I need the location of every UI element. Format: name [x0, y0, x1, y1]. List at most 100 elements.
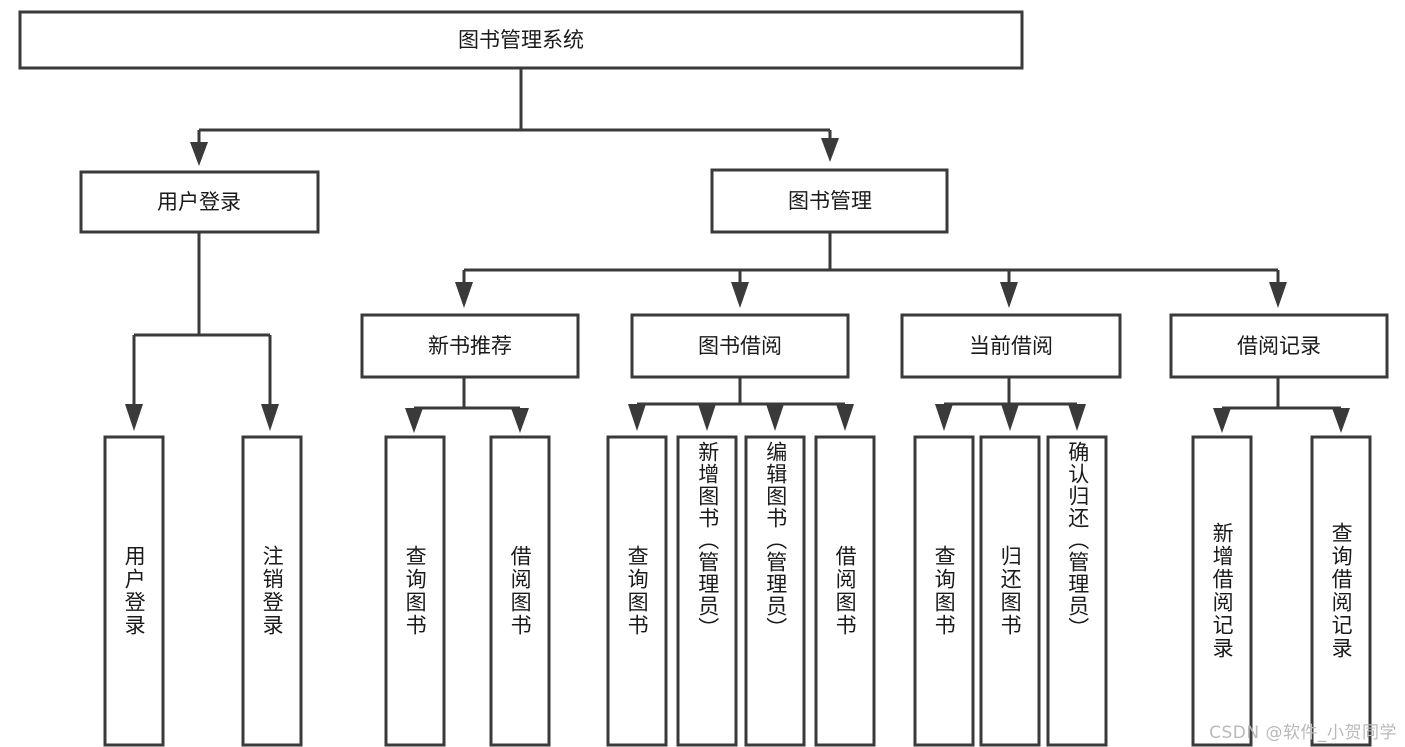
leaf-label-current-borrow-1: 归还图书 [998, 545, 1023, 637]
arrow-head-tier3-2 [1000, 282, 1018, 308]
leaf-label-user-login-0: 用户登录 [122, 545, 147, 637]
leaf-node-current-borrow-0[interactable] [913, 435, 975, 747]
leaf-label-book-borrow-0-wrap: 查询图书 [608, 437, 666, 745]
arrow-head-bookmgmt [821, 138, 839, 162]
arrow-head-tier3-3 [1269, 282, 1287, 308]
arrow-head-leaf-new-book-1 [511, 408, 529, 433]
arrow-head-leaf-book-borrow-0 [628, 404, 646, 431]
leaf-label-new-book-1: 借阅图书 [508, 545, 533, 637]
leaf-label-current-borrow-0-wrap: 查询图书 [915, 437, 973, 745]
arrow-head-leaf-current-borrow-0 [935, 404, 953, 431]
arrow-head-leaf-new-book-0 [405, 408, 423, 433]
node-current-borrow-label: 当前借阅 [969, 334, 1053, 358]
node-borrow-record[interactable]: 借阅记录 [1169, 313, 1389, 379]
leaf-label-book-borrow-1-wrap: 新增图书（管理员） [678, 441, 736, 741]
arrow-head-leaf-book-borrow-3 [836, 404, 854, 431]
leaf-node-borrow-record-1[interactable] [1310, 435, 1372, 747]
leaf-node-book-borrow-3[interactable] [814, 435, 876, 747]
leaf-rect-user-login-1[interactable] [241, 435, 303, 747]
leaf-node-current-borrow-2[interactable] [1046, 435, 1108, 747]
leaf-rect-borrow-record-0[interactable] [1191, 435, 1253, 747]
node-root[interactable]: 图书管理系统 [18, 10, 1024, 70]
leaf-label-user-login-1: 注销登录 [260, 545, 285, 637]
leaf-rect-new-book-1[interactable] [489, 435, 551, 747]
node-book-borrow-label: 图书借阅 [698, 334, 782, 358]
node-borrow-record-label: 借阅记录 [1237, 334, 1321, 358]
arrow-head-tier3-1 [731, 282, 749, 308]
arrow-head-leaf-current-borrow-1 [1001, 404, 1019, 431]
leaf-label-book-borrow-0: 查询图书 [625, 545, 650, 637]
leaf-label-book-borrow-2: 编辑图书（管理员） [763, 441, 788, 639]
connector-group-root [190, 68, 839, 166]
leaf-label-current-borrow-2-wrap: 确认归还（管理员） [1048, 441, 1106, 741]
leaf-rect-new-book-0[interactable] [384, 435, 446, 747]
leaf-node-user-login-1[interactable] [241, 435, 303, 747]
leaf-label-user-login-0-wrap: 用户登录 [105, 437, 163, 745]
leaf-node-current-borrow-1[interactable] [979, 435, 1041, 747]
leaf-label-borrow-record-1-wrap: 查询借阅记录 [1312, 437, 1370, 745]
arrow-head-leaf-user-login-0 [125, 404, 143, 431]
leaf-node-new-book-1[interactable] [489, 435, 551, 747]
node-new-book-recommend[interactable]: 新书推荐 [360, 313, 580, 379]
leaf-label-book-borrow-1: 新增图书（管理员） [695, 441, 720, 639]
leaf-label-borrow-record-0: 新增借阅记录 [1210, 522, 1235, 660]
node-book-borrow[interactable]: 图书借阅 [630, 313, 850, 379]
arrow-head-leaf-borrow-record-0 [1213, 408, 1231, 433]
leaf-node-book-borrow-0[interactable] [606, 435, 668, 747]
watermark-text: CSDN @软件_小贺同学 [1209, 723, 1397, 743]
node-user-login[interactable]: 用户登录 [79, 170, 320, 234]
leaf-rect-current-borrow-0[interactable] [913, 435, 975, 747]
leaf-label-current-borrow-2: 确认归还（管理员） [1065, 441, 1090, 639]
arrow-head-leaf-book-borrow-1 [698, 404, 716, 431]
node-new-book-recommend-rect[interactable] [360, 313, 580, 379]
leaf-rect-book-borrow-1[interactable] [676, 435, 738, 747]
node-user-login-label: 用户登录 [157, 190, 241, 214]
leaf-label-book-borrow-3-wrap: 借阅图书 [816, 437, 874, 745]
leaf-node-new-book-0[interactable] [384, 435, 446, 747]
node-book-borrow-rect[interactable] [630, 313, 850, 379]
leaf-node-borrow-record-0[interactable] [1191, 435, 1253, 747]
leaf-label-borrow-record-0-wrap: 新增借阅记录 [1193, 437, 1251, 745]
node-book-management-label: 图书管理 [788, 189, 872, 213]
arrow-head-leaf-user-login-1 [261, 404, 279, 431]
node-borrow-record-rect[interactable] [1169, 313, 1389, 379]
leaf-label-book-borrow-2-wrap: 编辑图书（管理员） [746, 441, 804, 741]
node-current-borrow-rect[interactable] [900, 313, 1122, 379]
connector-group-bookmgmt [455, 232, 1287, 308]
leaf-rect-book-borrow-2[interactable] [744, 435, 806, 747]
leaf-label-user-login-1-wrap: 注销登录 [243, 437, 301, 745]
leaf-node-user-login-0[interactable] [103, 435, 165, 747]
leaf-rect-book-borrow-0[interactable] [606, 435, 668, 747]
leaf-rect-book-borrow-3[interactable] [814, 435, 876, 747]
connector-group-newbook [405, 378, 529, 433]
leaf-label-borrow-record-1: 查询借阅记录 [1329, 522, 1354, 660]
arrow-head-tier3-0 [455, 282, 473, 308]
node-book-management-rect[interactable] [710, 168, 949, 234]
connector-group-borrowrecord [1213, 378, 1350, 433]
leaf-label-new-book-0-wrap: 查询图书 [386, 437, 444, 745]
leaf-rect-borrow-record-1[interactable] [1310, 435, 1372, 747]
connector-group-userlogin [125, 232, 279, 431]
node-new-book-recommend-label: 新书推荐 [428, 334, 512, 358]
arrow-head-leaf-book-borrow-2 [766, 404, 784, 431]
leaf-label-current-borrow-0: 查询图书 [932, 545, 957, 637]
node-current-borrow[interactable]: 当前借阅 [900, 313, 1122, 379]
node-book-management[interactable]: 图书管理 [710, 168, 949, 234]
leaf-node-book-borrow-2[interactable] [744, 435, 806, 747]
leaf-label-current-borrow-1-wrap: 归还图书 [981, 437, 1039, 745]
node-root-label: 图书管理系统 [458, 28, 584, 52]
leaf-rect-user-login-0[interactable] [103, 435, 165, 747]
leaf-label-new-book-1-wrap: 借阅图书 [491, 437, 549, 745]
leaf-rect-current-borrow-1[interactable] [979, 435, 1041, 747]
leaf-rect-current-borrow-2[interactable] [1046, 435, 1108, 747]
connector-group-bookborrow [628, 378, 854, 431]
leaf-label-new-book-0: 查询图书 [403, 545, 428, 637]
arrow-head-leaf-current-borrow-2 [1068, 404, 1086, 431]
leaf-label-book-borrow-3: 借阅图书 [833, 545, 858, 637]
arrow-head-leaf-borrow-record-1 [1332, 408, 1350, 433]
leaf-node-book-borrow-1[interactable] [676, 435, 738, 747]
node-root-rect[interactable] [18, 10, 1024, 70]
node-user-login-rect[interactable] [79, 170, 320, 234]
